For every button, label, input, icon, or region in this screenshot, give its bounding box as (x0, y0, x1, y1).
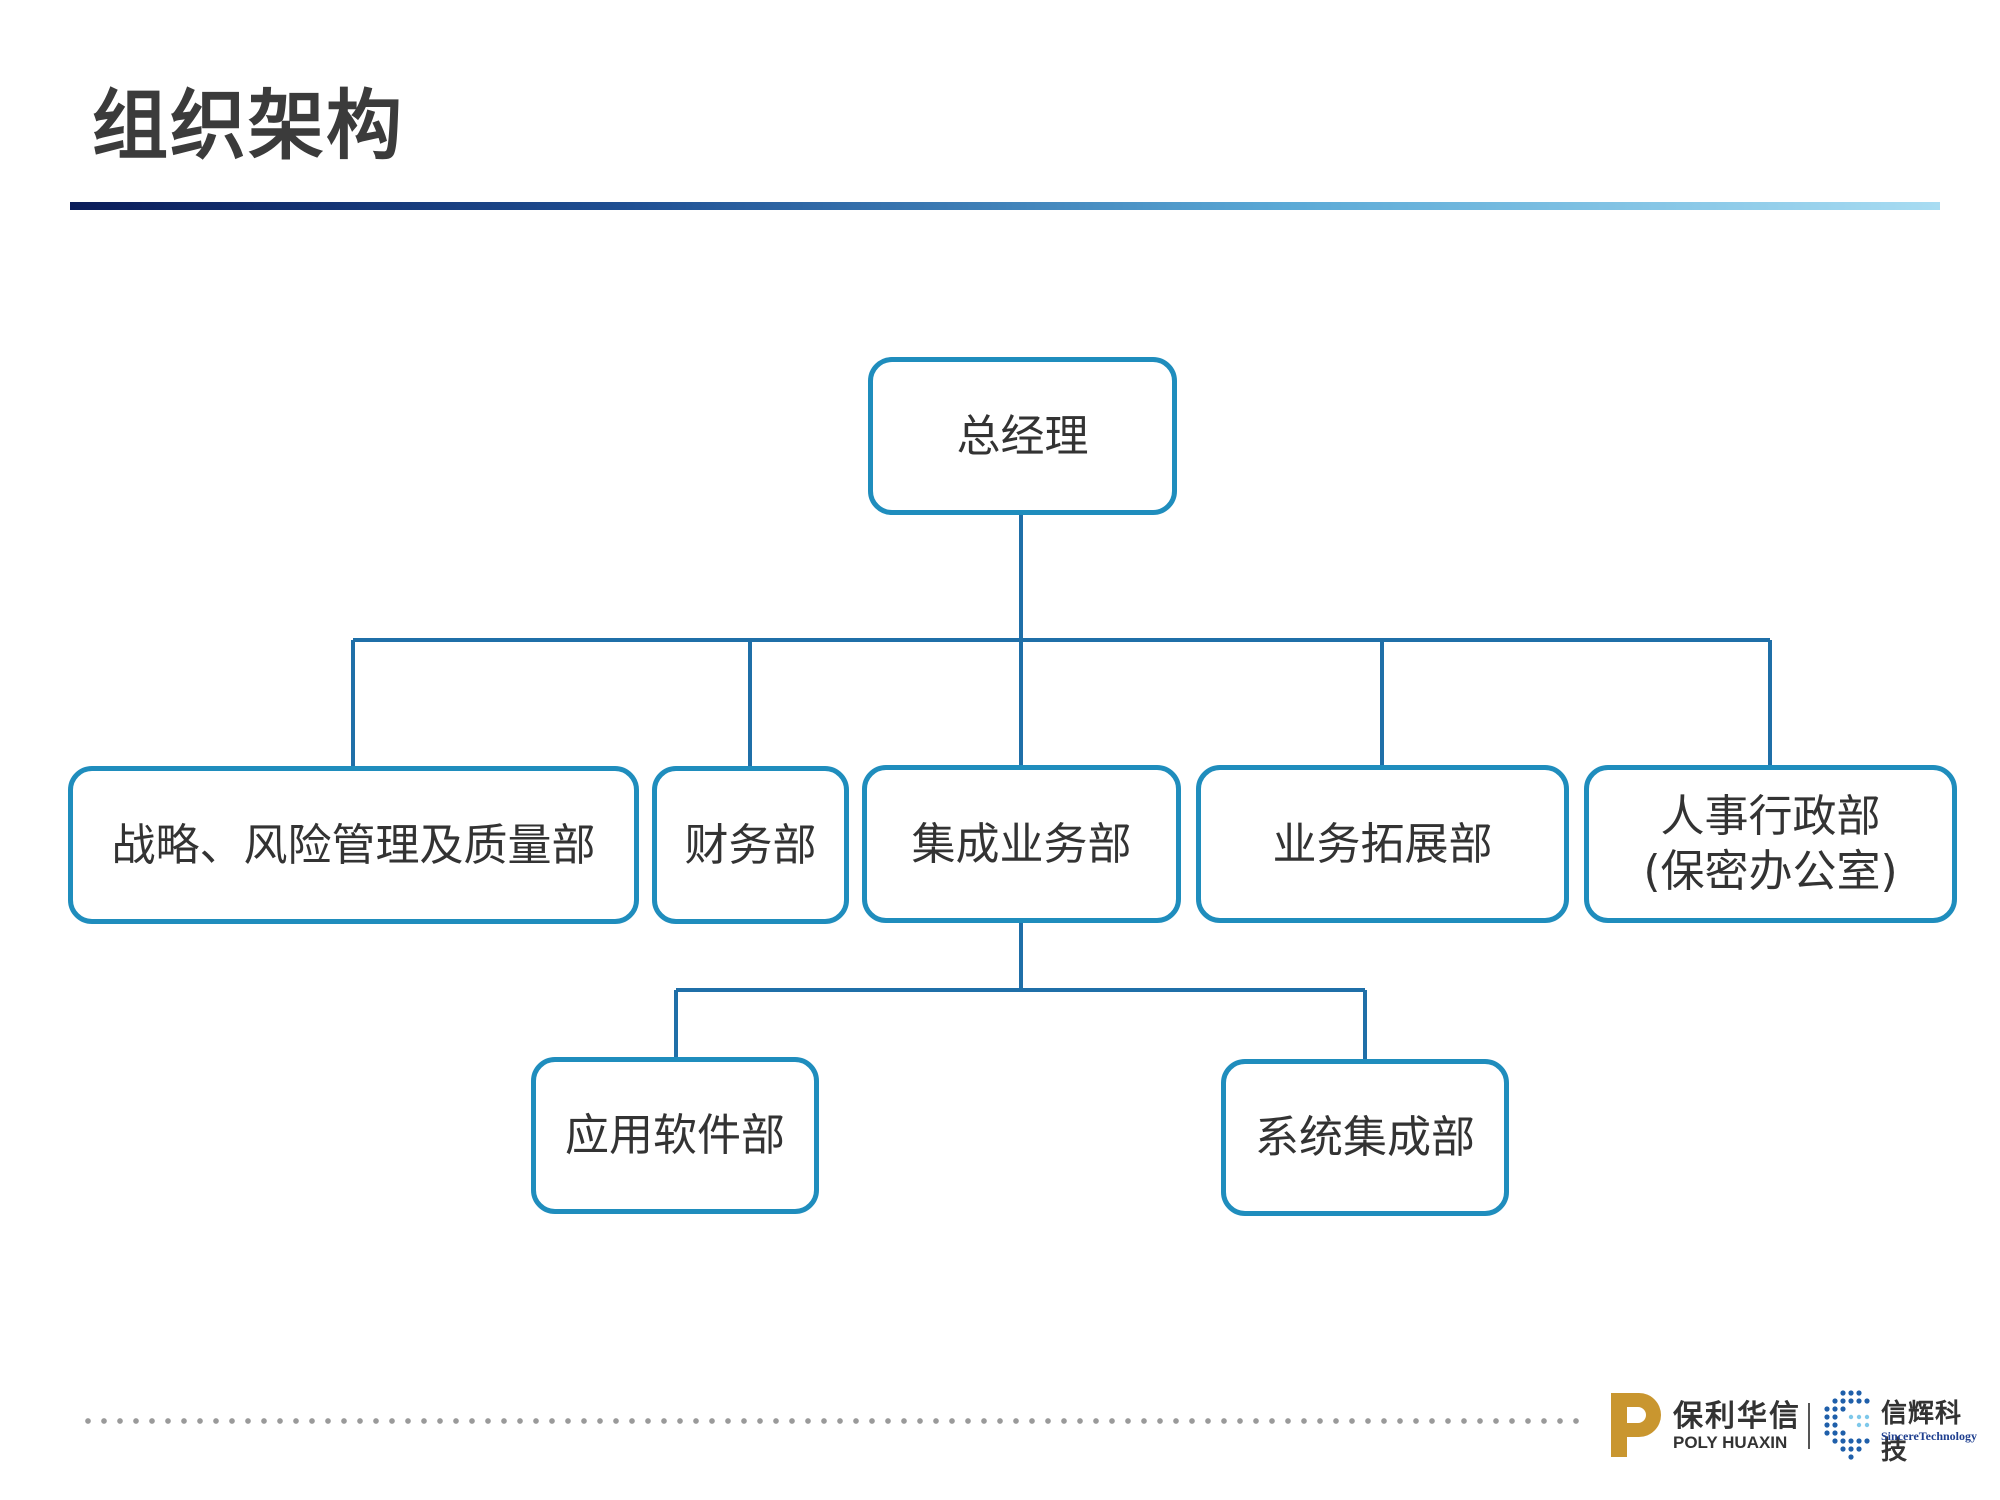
poly-huaxin-logo-en: POLY HUAXIN (1673, 1433, 1788, 1452)
logo-separator (1808, 1403, 1810, 1449)
org-node-general-manager: 总经理 (868, 357, 1177, 515)
sincere-technology-logo-icon (1824, 1390, 1870, 1460)
org-node-label: 财务部 (684, 819, 817, 871)
org-node-label: 集成业务部 (911, 818, 1132, 870)
footer-logos: 保利华信 POLY HUAXIN 信辉科技 SincereTechnology (1605, 1385, 1985, 1466)
title-underline (70, 202, 1940, 210)
org-node-business-development: 业务拓展部 (1196, 765, 1569, 923)
org-node-label: 应用软件部 (565, 1110, 785, 1161)
poly-huaxin-logo-cn: 保利华信 (1673, 1399, 1801, 1434)
org-node-label: 业务拓展部 (1272, 818, 1493, 870)
org-node-integration-business: 集成业务部 (862, 765, 1181, 923)
org-node-application-software: 应用软件部 (531, 1057, 819, 1214)
org-node-label: 战略、风险管理及质量部 (111, 819, 596, 871)
sincere-technology-logo-cn: 信辉科技 (1881, 1399, 1963, 1466)
org-node-sublabel: (保密办公室) (1643, 846, 1898, 897)
sincere-technology-logo-en: SincereTechnology (1881, 1429, 1978, 1443)
page-title: 组织架构 (92, 81, 404, 170)
org-node-hr-admin: 人事行政部 (保密办公室) (1584, 765, 1957, 923)
org-node-finance: 财务部 (652, 766, 849, 924)
org-node-label: 系统集成部 (1255, 1112, 1475, 1163)
org-node-strategy-risk-quality: 战略、风险管理及质量部 (68, 766, 639, 924)
poly-huaxin-logo-icon (1611, 1393, 1661, 1457)
footer-dotted-divider (80, 1418, 1580, 1424)
org-node-label: 人事行政部 (1660, 791, 1881, 842)
org-node-system-integration: 系统集成部 (1221, 1059, 1509, 1216)
org-node-label: 总经理 (956, 410, 1089, 462)
